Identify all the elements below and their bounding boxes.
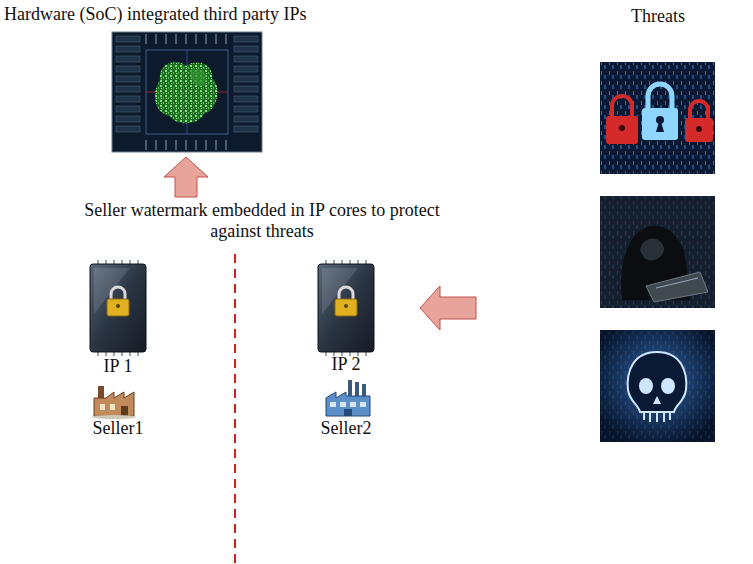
factory-icon [326,380,370,416]
node-label: IP 1 [58,356,178,377]
separator-line [234,254,236,564]
node-label: Hardware (SoC) integrated third party IP… [4,4,390,25]
soc-layout [112,32,262,152]
node-label: Threats [596,6,720,27]
node-label: Seller2 [286,418,406,439]
block-arrow [420,286,476,330]
threats-column: Threats [596,6,720,446]
node-label: IP 2 [286,354,406,375]
node-label: Seller1 [58,418,178,439]
ip-block: IP 2 Seller2 [286,262,406,450]
soc-block: Hardware (SoC) integrated third party IP… [4,4,390,154]
ip-block: IP 1 Seller1 [58,262,178,450]
ip-chip [318,260,374,356]
block-arrow [164,157,208,197]
description-text: Seller watermark embedded in IP cores to… [82,200,442,246]
factory-icon [92,386,136,419]
threat-image [600,330,715,442]
node-label: Seller watermark embedded in IP cores to… [82,200,442,242]
threat-image [600,62,715,174]
threat-image [600,196,715,308]
ip-chip [90,260,146,356]
